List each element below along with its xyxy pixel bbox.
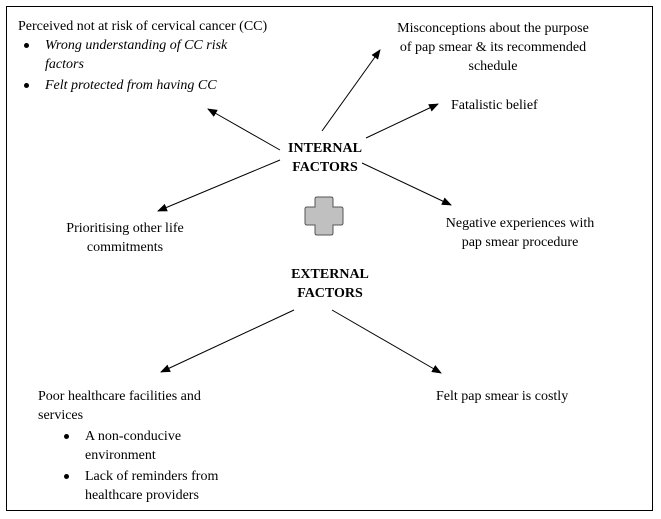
perceived-risk-list: Wrong understanding of CC risk factors F… (18, 36, 267, 95)
negative-line2: pap smear procedure (461, 235, 579, 250)
poor-healthcare-block: Poor healthcare facilities and services … (38, 387, 218, 505)
poor-healthcare-bullet1-line1: A non-conducive (85, 429, 182, 444)
misconceptions-line2: of pap smear & its recommended (399, 40, 587, 55)
poor-healthcare-bullet2-line1: Lack of reminders from (85, 469, 219, 484)
external-line1: EXTERNAL (291, 267, 369, 282)
prioritising-line1: Prioritising other life (66, 221, 184, 236)
perceived-bullet1-line1: Wrong understanding of CC risk (45, 38, 228, 53)
list-item: Felt protected from having CC (18, 76, 267, 95)
poor-healthcare-bullet1-line2: environment (85, 448, 156, 463)
internal-line1: INTERNAL (288, 141, 362, 156)
misconceptions-block: Misconceptions about the purpose of pap … (368, 19, 618, 76)
poor-healthcare-line1: Poor healthcare facilities and (38, 389, 201, 404)
list-item: Wrong understanding of CC risk factors (18, 36, 267, 74)
prioritising-line2: commitments (86, 240, 164, 255)
list-item: Lack of reminders from healthcare provid… (58, 467, 218, 505)
perceived-risk-block: Perceived not at risk of cervical cancer… (18, 17, 267, 95)
perceived-bullet2: Felt protected from having CC (45, 78, 217, 93)
arrow-to-poor-healthcare (160, 309, 295, 373)
poor-healthcare-line2: services (38, 408, 84, 423)
external-factors-label: EXTERNAL FACTORS (270, 265, 390, 303)
negative-line1: Negative experiences with (445, 216, 595, 231)
arrow-to-costly (331, 309, 442, 374)
arrow-to-misconceptions (321, 49, 381, 132)
arrow-to-perceived-risk (207, 108, 281, 151)
misconceptions-line1: Misconceptions about the purpose (397, 21, 589, 36)
perceived-risk-title: Perceived not at risk of cervical cancer… (18, 19, 268, 34)
arrow-to-prioritising (157, 159, 281, 212)
internal-factors-label: INTERNAL FACTORS (265, 139, 385, 177)
diagram-border (6, 6, 653, 511)
misconceptions-line3: schedule (468, 59, 518, 74)
internal-line2: FACTORS (292, 160, 358, 175)
fatalistic-belief: Fatalistic belief (451, 98, 538, 113)
prioritising-block: Prioritising other life commitments (40, 219, 210, 257)
list-item: A non-conducive environment (58, 427, 218, 465)
poor-healthcare-bullet2-line2: healthcare providers (85, 488, 199, 503)
arrow-to-fatalistic-belief (365, 103, 439, 139)
arrow-to-negative-experiences (361, 162, 452, 206)
external-line2: FACTORS (297, 286, 363, 301)
perceived-bullet1-line2: factors (45, 57, 84, 72)
costly: Felt pap smear is costly (436, 389, 569, 404)
poor-healthcare-list: A non-conducive environment Lack of remi… (58, 427, 218, 505)
plus-icon (304, 196, 344, 236)
plus-shape (304, 196, 344, 236)
negative-experiences-block: Negative experiences with pap smear proc… (425, 214, 615, 252)
